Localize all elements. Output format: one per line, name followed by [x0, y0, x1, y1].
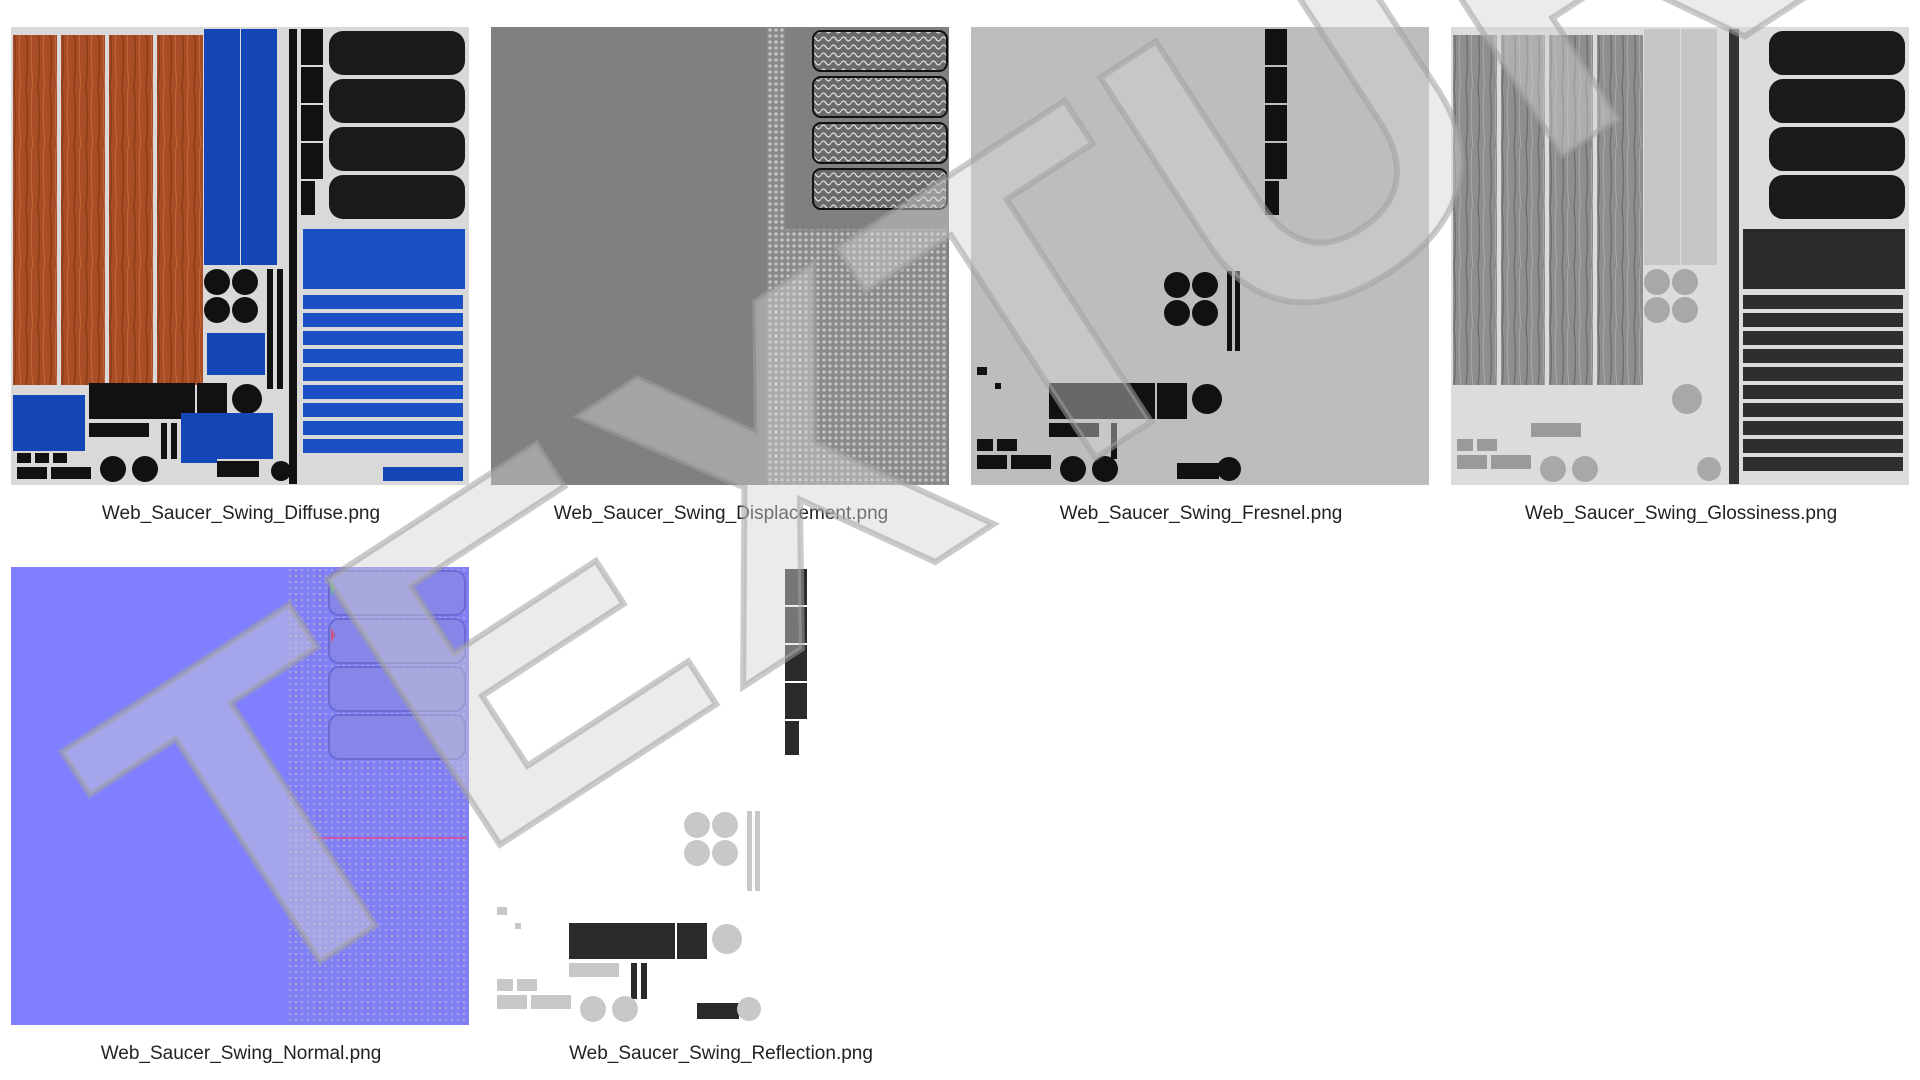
texture-thumbnail-glossiness[interactable]: [1451, 27, 1909, 485]
texture-caption-displacement: Web_Saucer_Swing_Displacement.png: [553, 503, 889, 524]
texture-caption-fresnel: Web_Saucer_Swing_Fresnel.png: [1059, 503, 1343, 524]
texture-tile-normal[interactable]: Web_Saucer_Swing_Normal.png: [11, 567, 471, 1065]
texture-caption-normal: Web_Saucer_Swing_Normal.png: [100, 1043, 382, 1064]
glossiness-uv-map: [1453, 29, 1905, 484]
displacement-uv-map: [767, 27, 948, 485]
texture-caption-diffuse: Web_Saucer_Swing_Diffuse.png: [101, 503, 381, 524]
texture-caption-reflection: Web_Saucer_Swing_Reflection.png: [569, 1043, 873, 1064]
texture-thumbnail-reflection[interactable]: [491, 567, 949, 1025]
texture-thumbnail-diffuse[interactable]: [11, 27, 469, 485]
texture-tile-fresnel[interactable]: Web_Saucer_Swing_Fresnel.png: [971, 27, 1431, 525]
texture-thumbnail-normal[interactable]: [11, 567, 469, 1025]
texture-thumbnail-fresnel[interactable]: [971, 27, 1429, 485]
texture-thumbnail-displacement[interactable]: [491, 27, 949, 485]
texture-tile-displacement[interactable]: Web_Saucer_Swing_Displacement.png: [491, 27, 951, 525]
texture-tile-glossiness[interactable]: Web_Saucer_Swing_Glossiness.png: [1451, 27, 1911, 525]
fresnel-uv-map: [977, 29, 1287, 482]
reflection-uv-map: [497, 569, 807, 1022]
diffuse-uv-map: [13, 29, 465, 484]
texture-tile-reflection[interactable]: Web_Saucer_Swing_Reflection.png: [491, 567, 951, 1065]
normal-uv-map: [287, 567, 469, 1025]
texture-caption-glossiness: Web_Saucer_Swing_Glossiness.png: [1524, 503, 1838, 524]
texture-tile-diffuse[interactable]: Web_Saucer_Swing_Diffuse.png: [11, 27, 471, 525]
